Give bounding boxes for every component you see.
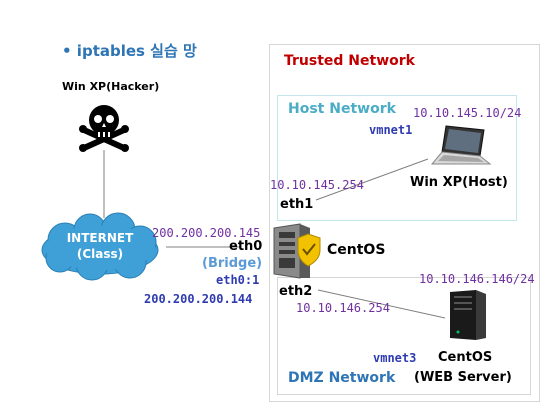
web-server-label-2: (WEB Server) bbox=[414, 370, 512, 385]
dmz-network-label: DMZ Network bbox=[288, 370, 396, 386]
web-server-label-1: CentOS bbox=[438, 350, 493, 365]
hacker-label: Win XP(Hacker) bbox=[62, 80, 160, 93]
centos-label: CentOS bbox=[327, 242, 386, 258]
eth0-alias-ip: 200.200.200.144 bbox=[144, 292, 253, 306]
internet-label: INTERNET (Class) bbox=[40, 230, 160, 262]
internet-label-line2: (Class) bbox=[76, 247, 124, 261]
skull-crossbones-icon bbox=[79, 105, 129, 152]
server-ip: 10.10.146.146/24 bbox=[419, 272, 535, 286]
trusted-network-label: Trusted Network bbox=[284, 53, 415, 69]
vmnet1-label: vmnet1 bbox=[369, 123, 413, 137]
eth2-label: eth2 bbox=[279, 284, 313, 299]
page-title: • iptables 실습 망 bbox=[62, 42, 197, 60]
internet-label-line1: INTERNET bbox=[66, 231, 134, 245]
host-gateway-ip: 10.10.145.254 bbox=[270, 178, 364, 192]
host-network-label: Host Network bbox=[288, 101, 396, 117]
eth2-server-line bbox=[317, 289, 446, 319]
web-server-icon bbox=[450, 290, 486, 340]
server-firewall-icon bbox=[273, 223, 321, 279]
dmz-network-box bbox=[277, 277, 531, 395]
eth1-host-line bbox=[315, 158, 429, 201]
host-label: Win XP(Host) bbox=[410, 175, 508, 190]
host-network-box bbox=[277, 95, 517, 221]
cloud-icon bbox=[41, 212, 159, 281]
dmz-gateway-ip: 10.10.146.254 bbox=[296, 301, 390, 315]
eth0-alias-label: eth0:1 bbox=[216, 273, 260, 287]
eth0-ip: 200.200.200.145 bbox=[152, 226, 261, 240]
host-ip: 10.10.145.10/24 bbox=[413, 106, 522, 120]
eth1-label: eth1 bbox=[280, 197, 314, 212]
vmnet3-label: vmnet3 bbox=[373, 351, 417, 365]
trusted-network-box bbox=[269, 44, 540, 402]
eth0-label: eth0 bbox=[229, 239, 263, 254]
laptop-icon bbox=[430, 125, 492, 165]
bridge-label: (Bridge) bbox=[202, 256, 263, 271]
